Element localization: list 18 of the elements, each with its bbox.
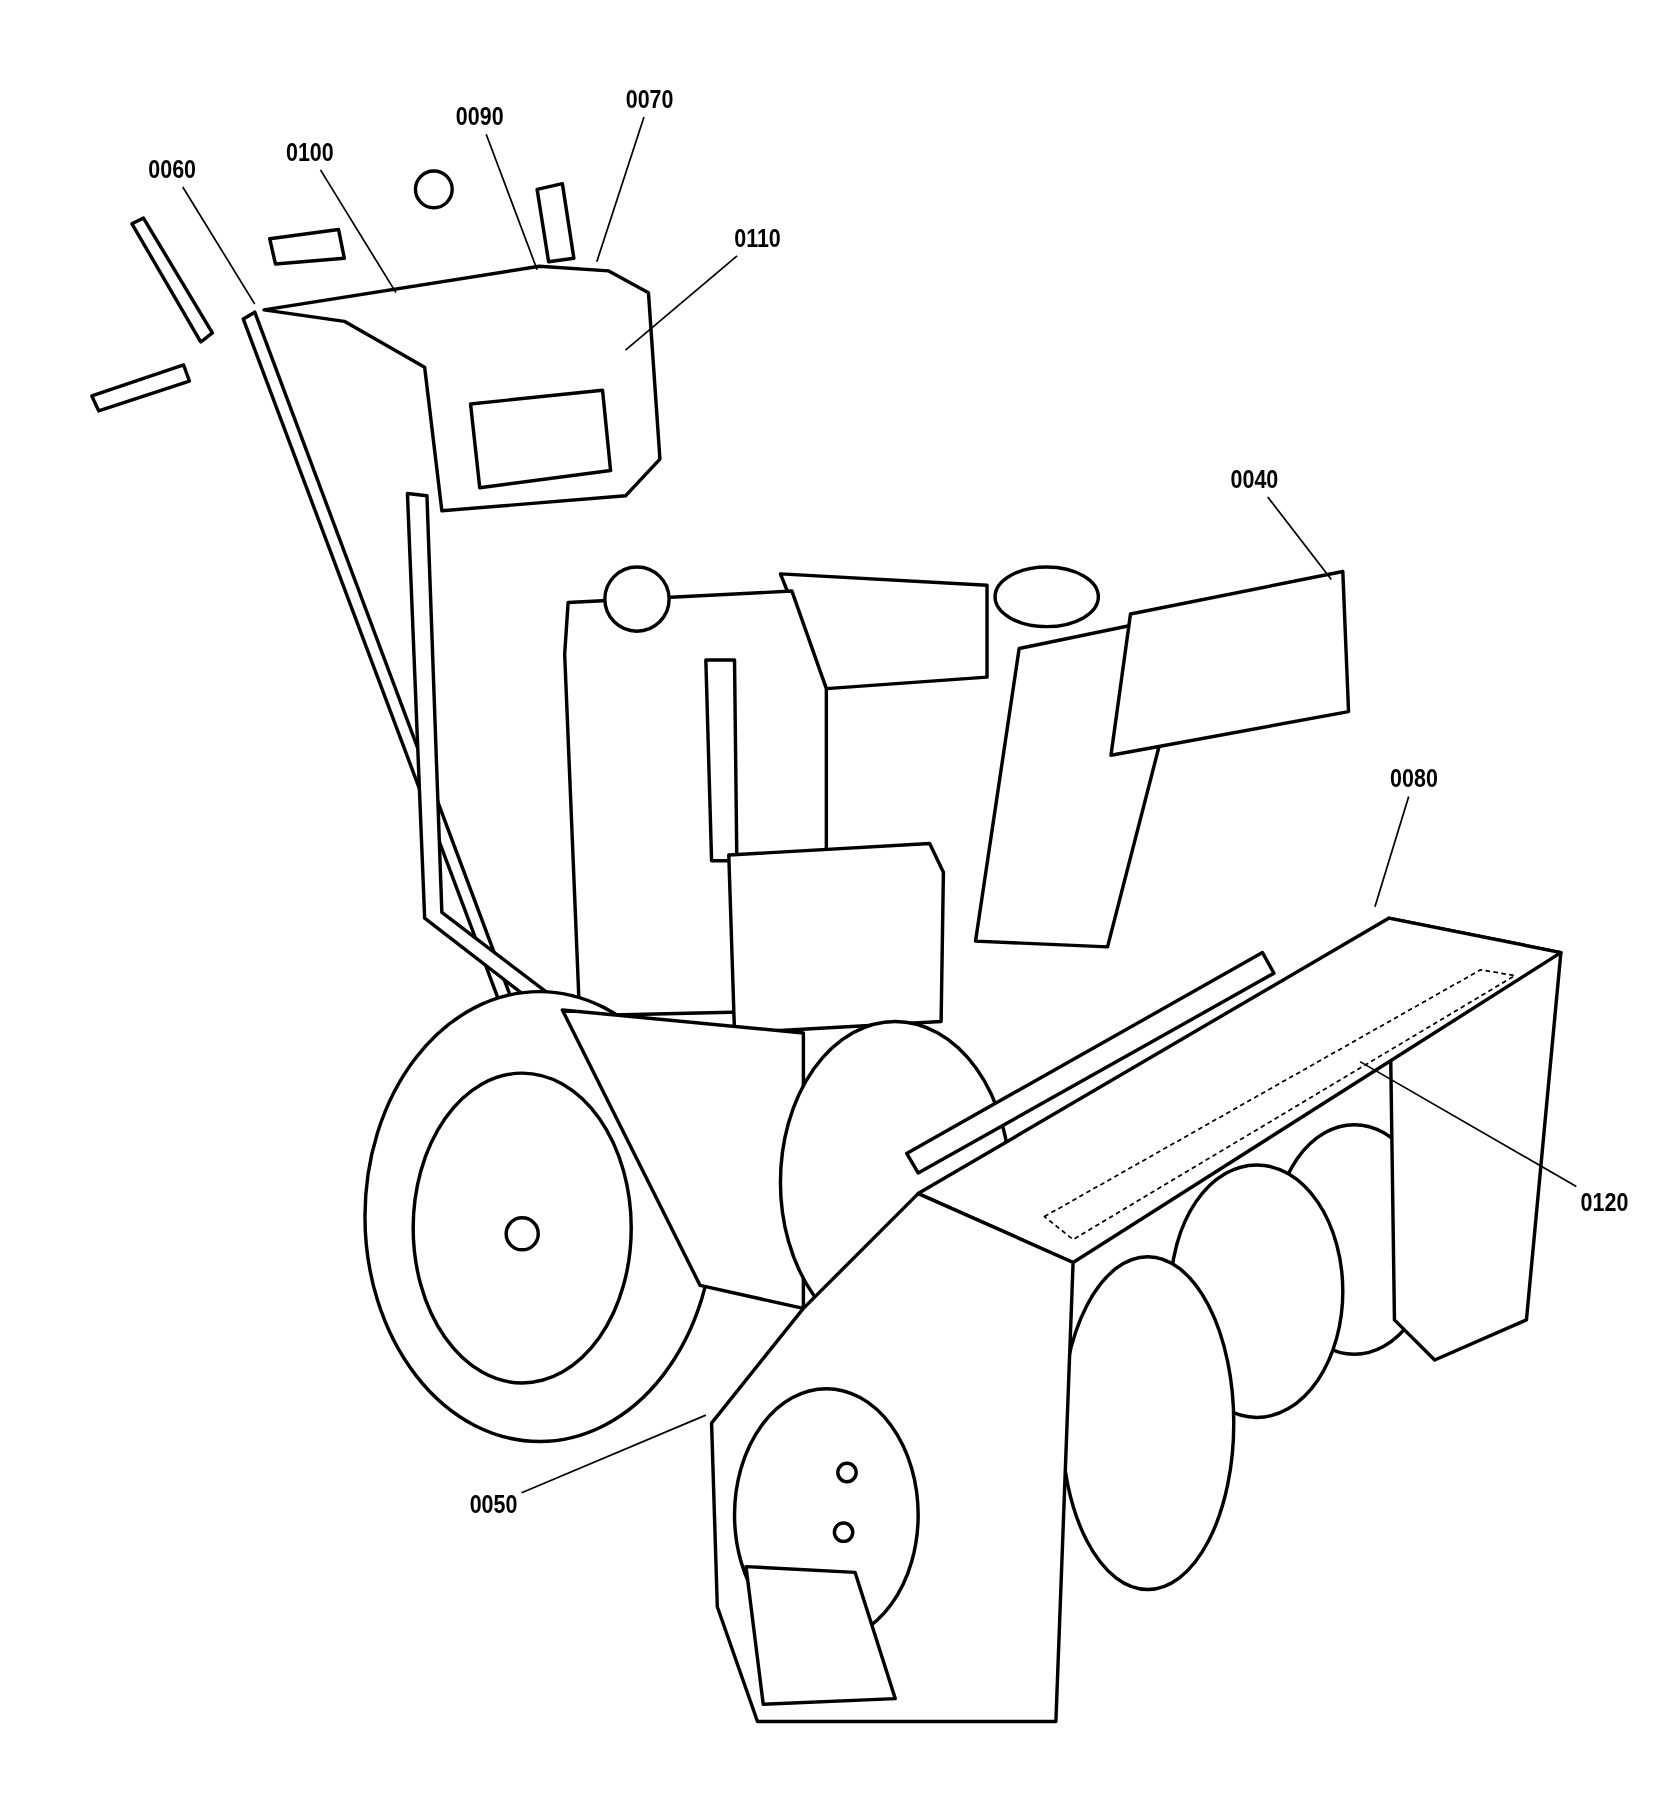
leader-line xyxy=(520,1414,707,1494)
leader-line xyxy=(1359,1060,1578,1188)
leader-line xyxy=(624,255,738,351)
callout-number: 0050 xyxy=(467,1489,520,1520)
callout-number: 0090 xyxy=(453,102,506,132)
callout-number: 0070 xyxy=(623,84,676,115)
callout-number: 0060 xyxy=(146,154,198,185)
leader-line xyxy=(595,116,645,263)
leader-line xyxy=(181,186,256,305)
callout-number: 0120 xyxy=(1578,1187,1631,1218)
leader-line xyxy=(319,169,397,294)
callout-number: 0100 xyxy=(284,137,336,168)
callout-number: 0080 xyxy=(1388,764,1440,795)
leader-line xyxy=(1374,795,1410,908)
callout-number: 0110 xyxy=(732,223,783,254)
leader-line xyxy=(1266,496,1333,581)
callout-number: 0040 xyxy=(1228,464,1281,495)
leader-line xyxy=(485,133,538,271)
